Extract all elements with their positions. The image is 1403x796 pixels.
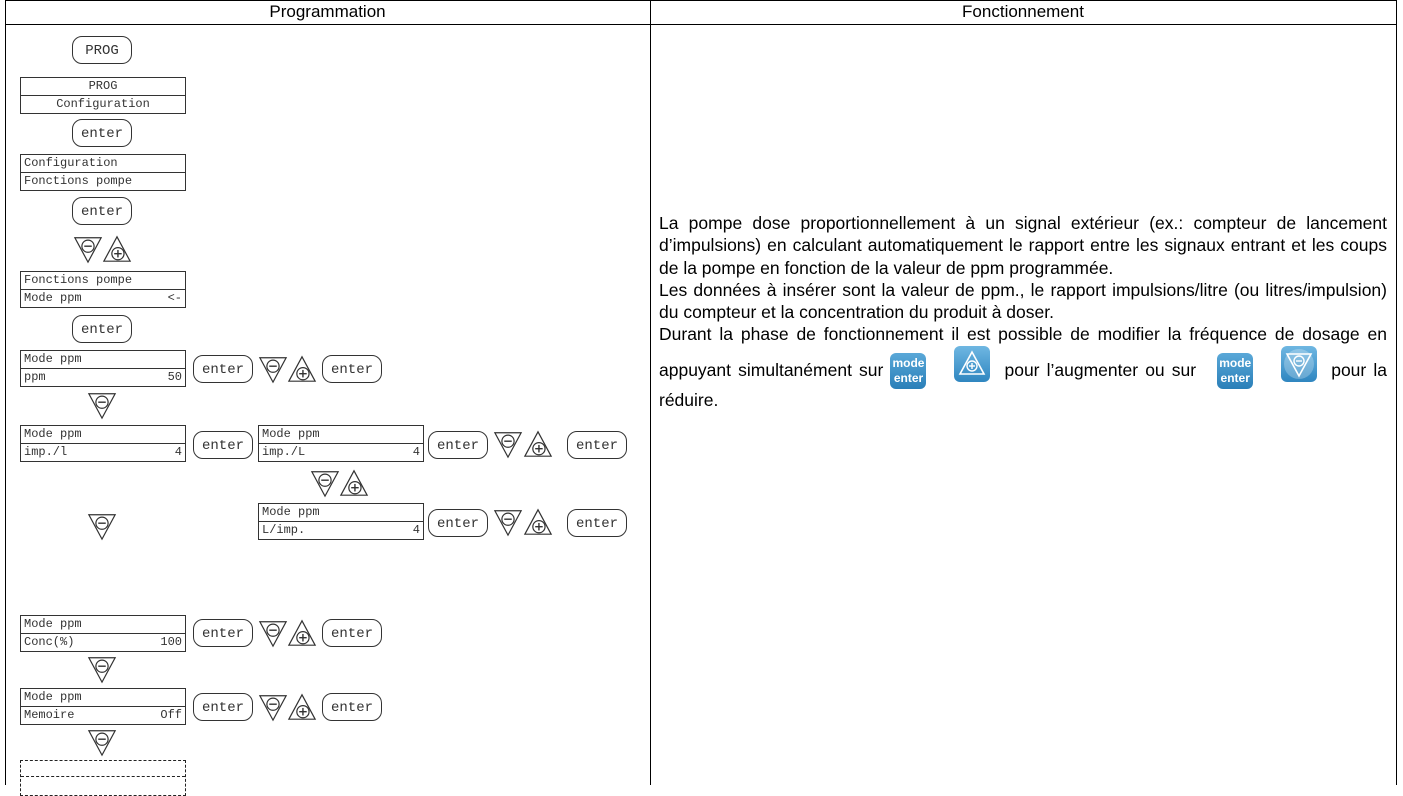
triangle-up-plus-icon[interactable] xyxy=(287,618,317,648)
triangle-down-minus-icon[interactable] xyxy=(493,429,523,459)
table-left-border xyxy=(5,0,6,785)
column-divider xyxy=(650,0,651,785)
triangle-down-minus-icon[interactable] xyxy=(87,727,117,757)
lcd-mode-conc: Mode ppm Conc(%)100 xyxy=(20,615,186,652)
triangle-down-minus-icon[interactable] xyxy=(310,468,340,498)
table-right-border xyxy=(1396,0,1397,785)
table-top-border xyxy=(5,0,1397,1)
enter-key[interactable]: enter xyxy=(428,509,488,537)
triangle-down-minus-icon[interactable] xyxy=(258,692,288,722)
prog-key[interactable]: PROG xyxy=(72,36,132,64)
operation-description: La pompe dose proportionnellement à un s… xyxy=(659,212,1387,411)
enter-key[interactable]: enter xyxy=(72,119,132,147)
header-programmation: Programmation xyxy=(269,2,386,21)
header-fonctionnement: Fonctionnement xyxy=(962,2,1084,21)
enter-key[interactable]: enter xyxy=(322,355,382,383)
triangle-down-minus-icon[interactable] xyxy=(87,511,117,541)
description-paragraph: La pompe dose proportionnellement à un s… xyxy=(659,213,1387,278)
up-button-icon xyxy=(954,345,991,382)
enter-key[interactable]: enter xyxy=(193,619,253,647)
lcd-blank-display xyxy=(20,760,186,796)
enter-key[interactable]: enter xyxy=(322,693,382,721)
lcd-prog-configuration: PROG Configuration xyxy=(20,77,186,114)
lcd-mode-L-imp: Mode ppm L/imp.4 xyxy=(258,503,424,540)
enter-key[interactable]: enter xyxy=(428,431,488,459)
triangle-up-plus-icon[interactable] xyxy=(523,429,553,459)
triangle-down-minus-icon[interactable] xyxy=(87,390,117,420)
enter-key[interactable]: enter xyxy=(193,693,253,721)
enter-key[interactable]: enter xyxy=(72,315,132,343)
down-button-icon xyxy=(1281,345,1318,382)
enter-key[interactable]: enter xyxy=(72,197,132,225)
description-paragraph: Durant la phase de fonctionnement il est… xyxy=(659,324,1387,410)
triangle-up-plus-icon[interactable] xyxy=(523,507,553,537)
enter-key[interactable]: enter xyxy=(567,509,627,537)
enter-key[interactable]: enter xyxy=(193,355,253,383)
triangle-down-minus-icon[interactable] xyxy=(258,618,288,648)
triangle-up-plus-icon[interactable] xyxy=(287,354,317,384)
triangle-up-plus-icon[interactable] xyxy=(339,468,369,498)
enter-key[interactable]: enter xyxy=(567,431,627,459)
triangle-down-minus-icon[interactable] xyxy=(493,507,523,537)
lcd-configuration-fonctions: Configuration Fonctions pompe xyxy=(20,154,186,191)
enter-key[interactable]: enter xyxy=(193,431,253,459)
triangle-down-minus-icon[interactable] xyxy=(87,654,117,684)
triangle-up-plus-icon[interactable] xyxy=(287,692,317,722)
description-paragraph: Les données à insérer sont la valeur de … xyxy=(659,279,1387,323)
triangle-up-plus-icon[interactable] xyxy=(102,234,132,264)
triangle-down-minus-icon[interactable] xyxy=(73,234,103,264)
enter-key[interactable]: enter xyxy=(322,619,382,647)
header-divider xyxy=(5,24,1397,25)
triangle-down-minus-icon[interactable] xyxy=(258,354,288,384)
lcd-fonctions-mode: Fonctions pompe Mode ppm<- xyxy=(20,271,186,308)
